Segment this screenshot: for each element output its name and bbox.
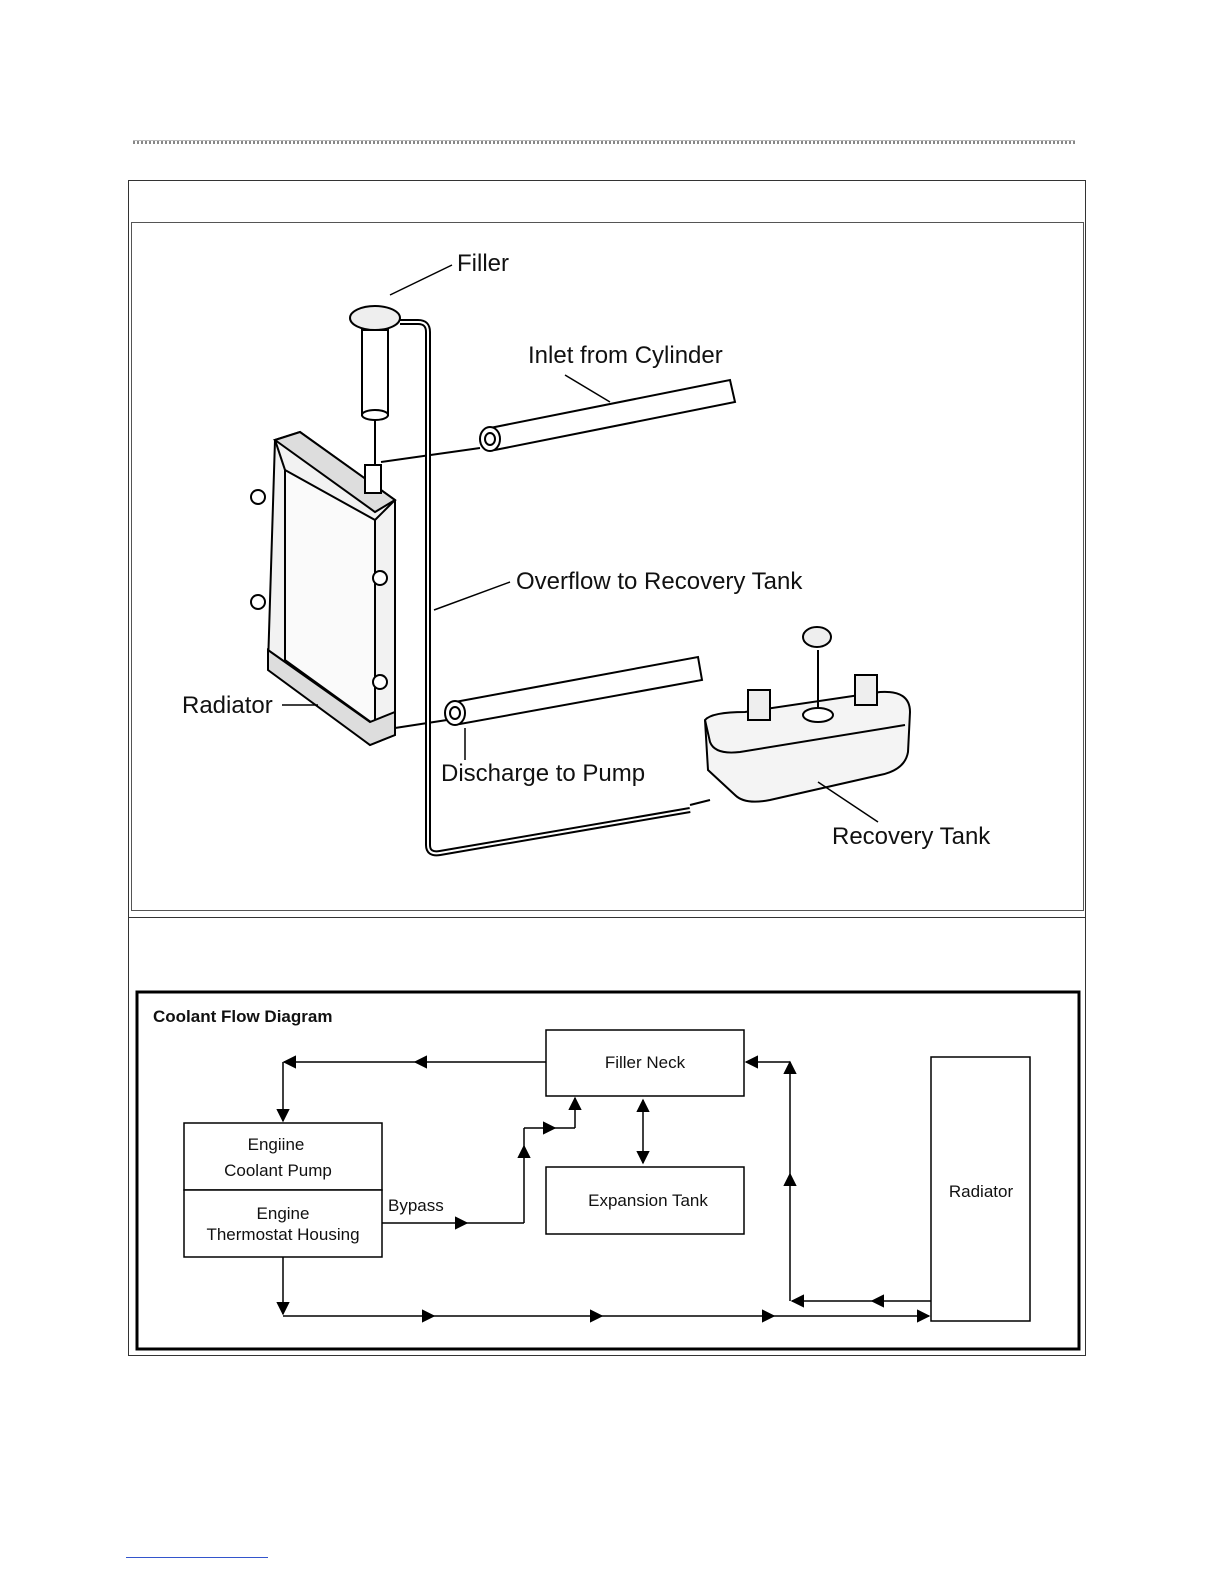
bypass-label: Bypass: [388, 1196, 444, 1215]
filler-neck-label: Filler Neck: [605, 1053, 686, 1072]
footer-link-underline[interactable]: [126, 1557, 268, 1558]
label-overflow: Overflow to Recovery Tank: [516, 568, 803, 595]
radiator-label: Radiator: [949, 1182, 1014, 1201]
label-recovery-tank: Recovery Tank: [832, 823, 991, 850]
thermostat-label-1: Engine: [257, 1204, 310, 1223]
coolant-pump-label-2: Coolant Pump: [224, 1161, 332, 1180]
thermostat-housing-box: [184, 1190, 382, 1257]
thermostat-label-2: Thermostat Housing: [206, 1225, 359, 1244]
flow-diagram-title: Coolant Flow Diagram: [153, 1007, 332, 1026]
label-filler: Filler: [457, 250, 509, 277]
label-discharge: Discharge to Pump: [441, 760, 645, 787]
expansion-tank-label: Expansion Tank: [588, 1191, 708, 1210]
coolant-pump-label-1: Engiine: [248, 1135, 305, 1154]
label-inlet: Inlet from Cylinder: [528, 342, 723, 369]
label-radiator: Radiator: [182, 692, 273, 719]
